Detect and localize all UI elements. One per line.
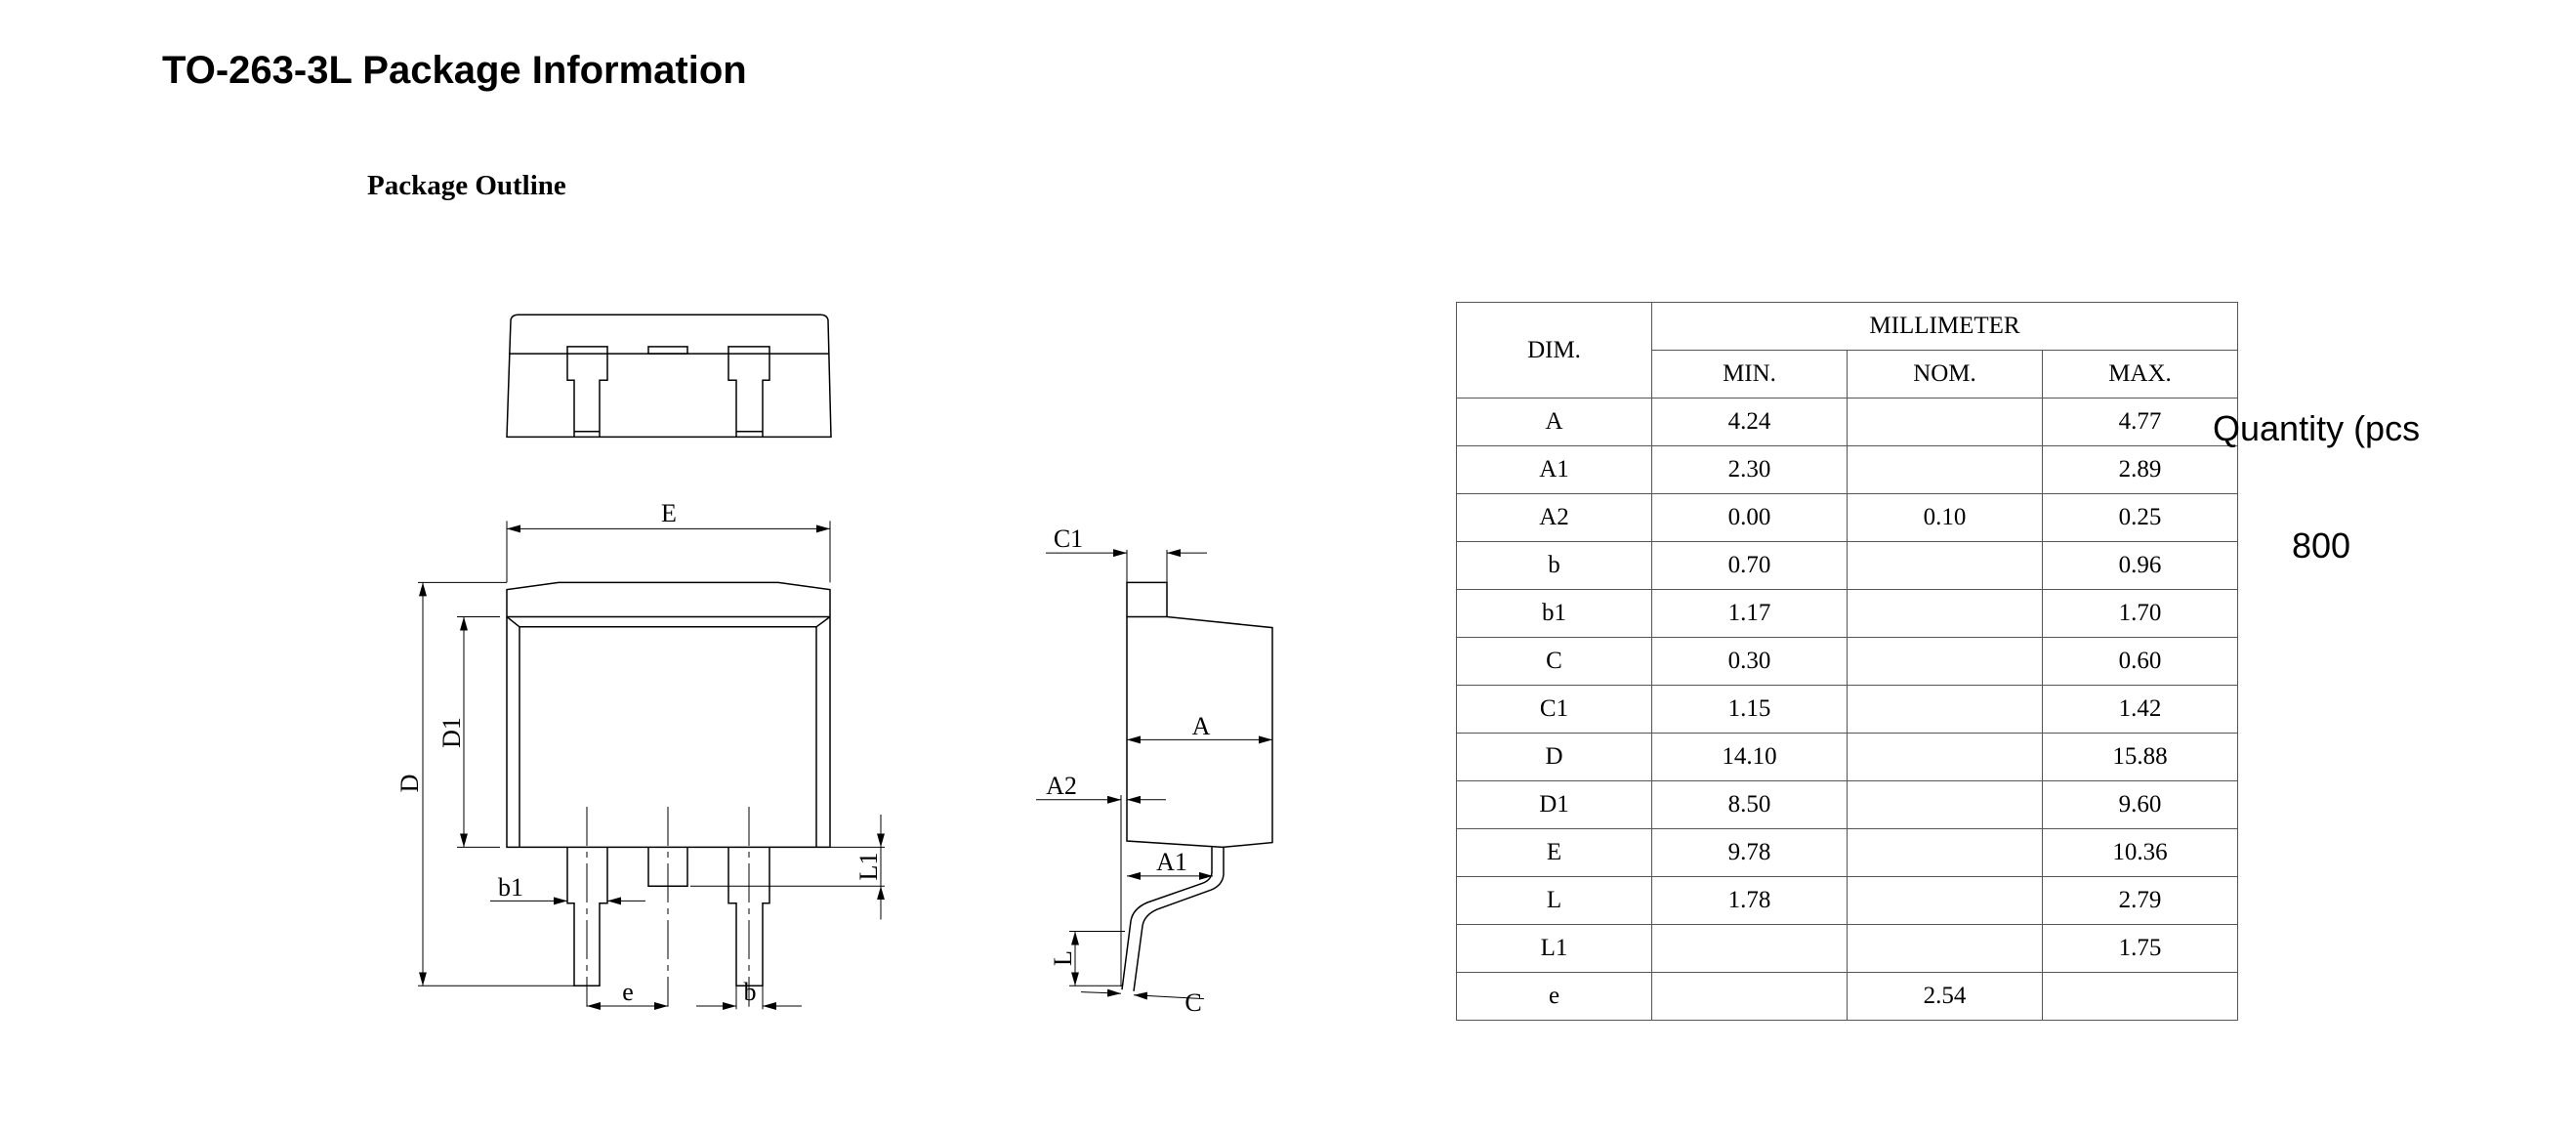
cell-nom xyxy=(1847,733,2043,781)
cell-nom: 2.54 xyxy=(1847,972,2043,1021)
section-title: Package Outline xyxy=(367,170,566,201)
dimension-labels: E D D1 L1 b1 e b C1 A A2 A1 L C xyxy=(395,499,1211,1017)
label-b1: b1 xyxy=(498,873,523,902)
cell-dim: E xyxy=(1456,828,1652,877)
cell-dim: D xyxy=(1456,733,1652,781)
cell-min xyxy=(1651,972,1848,1021)
label-D: D xyxy=(395,775,424,793)
cell-dim: C xyxy=(1456,637,1652,686)
cell-dim: b xyxy=(1456,541,1652,590)
cell-max: 15.88 xyxy=(2042,733,2238,781)
label-A2: A2 xyxy=(1046,772,1077,800)
cell-min: 0.30 xyxy=(1651,637,1848,686)
col-header-min: MIN. xyxy=(1651,350,1848,399)
cell-min xyxy=(1651,924,1848,973)
top-view xyxy=(506,314,832,439)
cell-nom xyxy=(1847,924,2043,973)
cell-max: 0.60 xyxy=(2042,637,2238,686)
page-title: TO-263-3L Package Information xyxy=(162,49,747,92)
cell-max: 9.60 xyxy=(2042,780,2238,829)
quantity-value: 800 xyxy=(2292,525,2351,566)
cell-nom xyxy=(1847,876,2043,925)
label-C: C xyxy=(1184,988,1201,1017)
unit-header: MILLIMETER xyxy=(1651,302,2238,351)
col-header-nom: NOM. xyxy=(1847,350,2043,399)
label-L: L xyxy=(1049,950,1077,966)
cell-max: 10.36 xyxy=(2042,828,2238,877)
cell-min: 1.15 xyxy=(1651,685,1848,734)
cell-nom xyxy=(1847,828,2043,877)
cell-min: 2.30 xyxy=(1651,445,1848,494)
cell-max: 1.70 xyxy=(2042,589,2238,638)
cell-min: 0.70 xyxy=(1651,541,1848,590)
cell-max: 1.42 xyxy=(2042,685,2238,734)
cell-nom xyxy=(1847,589,2043,638)
cell-min: 1.17 xyxy=(1651,589,1848,638)
cell-dim: e xyxy=(1456,972,1652,1021)
cell-dim: A2 xyxy=(1456,493,1652,542)
cell-nom: 0.10 xyxy=(1847,493,2043,542)
table-row: e 2.54 xyxy=(1456,972,2238,1021)
cell-dim: C1 xyxy=(1456,685,1652,734)
dim-header: DIM. xyxy=(1456,302,1652,399)
cell-nom xyxy=(1847,685,2043,734)
cell-max: 4.77 xyxy=(2042,398,2238,446)
cell-min: 14.10 xyxy=(1651,733,1848,781)
cell-min: 9.78 xyxy=(1651,828,1848,877)
cell-nom xyxy=(1847,637,2043,686)
cell-dim: A1 xyxy=(1456,445,1652,494)
cell-min: 4.24 xyxy=(1651,398,1848,446)
cell-min: 1.78 xyxy=(1651,876,1848,925)
side-view xyxy=(1036,549,1273,1000)
cell-dim: L xyxy=(1456,876,1652,925)
label-E: E xyxy=(661,499,677,527)
label-L1: L1 xyxy=(854,853,883,881)
label-e: e xyxy=(622,978,634,1006)
label-b: b xyxy=(744,978,757,1006)
cell-dim: b1 xyxy=(1456,589,1652,638)
label-A1: A1 xyxy=(1156,848,1187,876)
front-view xyxy=(418,521,885,1010)
cell-max: 2.79 xyxy=(2042,876,2238,925)
label-A: A xyxy=(1192,712,1211,740)
cell-max: 1.75 xyxy=(2042,924,2238,973)
cell-nom xyxy=(1847,445,2043,494)
cell-nom xyxy=(1847,398,2043,446)
cell-max: 0.96 xyxy=(2042,541,2238,590)
col-header-max: MAX. xyxy=(2042,350,2238,399)
cell-dim: L1 xyxy=(1456,924,1652,973)
cell-min: 0.00 xyxy=(1651,493,1848,542)
label-C1: C1 xyxy=(1054,525,1083,553)
package-outline-drawing: E D D1 L1 b1 e b C1 A A2 A1 L C xyxy=(395,314,1273,1017)
cell-nom xyxy=(1847,780,2043,829)
label-D1: D1 xyxy=(437,717,466,748)
cell-max: 0.25 xyxy=(2042,493,2238,542)
cell-max xyxy=(2042,972,2238,1021)
cell-min: 8.50 xyxy=(1651,780,1848,829)
cell-dim: A xyxy=(1456,398,1652,446)
table-row: L1 1.75 xyxy=(1456,924,2238,973)
cell-nom xyxy=(1847,541,2043,590)
cell-dim: D1 xyxy=(1456,780,1652,829)
cell-max: 2.89 xyxy=(2042,445,2238,494)
quantity-label: Quantity (pcs xyxy=(2213,408,2421,448)
